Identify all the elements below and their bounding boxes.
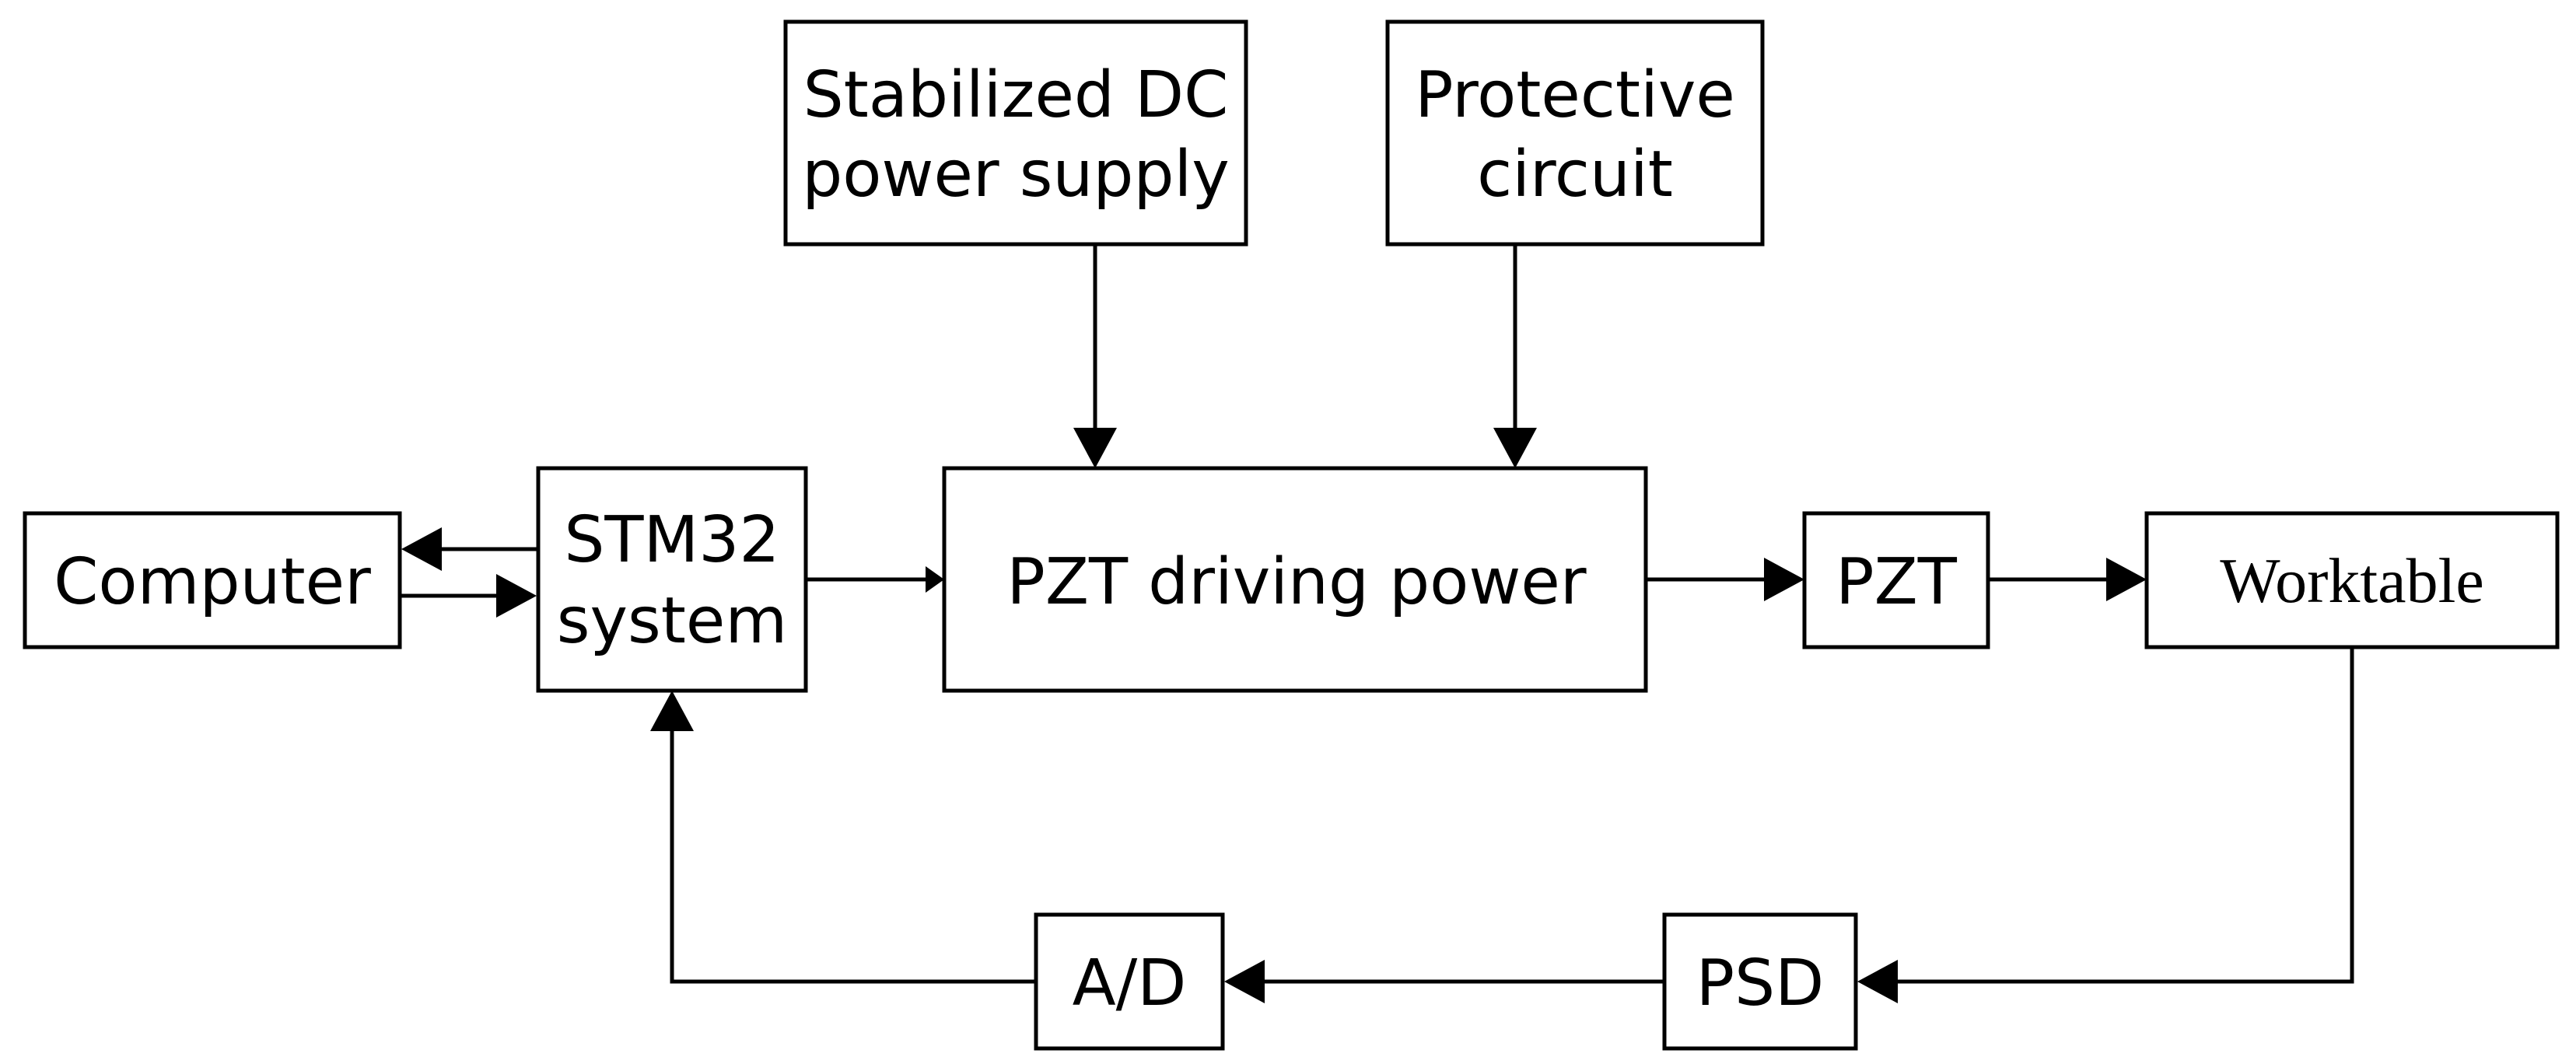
psd-label: PSD	[1696, 947, 1825, 1020]
pzt-block: PZT	[1802, 511, 1990, 649]
stabilized-dc-power-supply-block: Stabilized DC power supply	[783, 19, 1248, 247]
computer-label: Computer	[54, 545, 371, 619]
arrow-pzt-to-worktable	[1988, 558, 2147, 601]
ad-converter-label: A/D	[1073, 947, 1187, 1020]
worktable-label: Worktable	[2220, 545, 2484, 616]
pzt-label: PZT	[1836, 545, 1958, 619]
computer-block: Computer	[23, 511, 402, 649]
psd-block: PSD	[1662, 912, 1858, 1051]
stabilized-dc-power-supply-label-line1: Stabilized DC	[803, 58, 1229, 132]
arrow-protective-circuit-to-driving-power	[1493, 244, 1537, 468]
arrow-computer-to-stm32	[400, 574, 537, 618]
stm32-system-label-line1: STM32	[564, 503, 779, 577]
arrow-stm32-to-computer	[401, 527, 538, 571]
protective-circuit-label-line1: Protective	[1415, 58, 1735, 132]
arrow-worktable-to-psd	[1857, 647, 2354, 1003]
arrow-driving-power-to-pzt	[1646, 558, 1804, 601]
stm32-system-label-line2: system	[557, 584, 787, 658]
arrow-psd-to-ad	[1224, 960, 1664, 1003]
protective-circuit-block: Protective circuit	[1385, 19, 1765, 247]
arrow-ad-to-stm32	[650, 691, 1036, 984]
ad-converter-block: A/D	[1034, 912, 1225, 1051]
protective-circuit-label-line2: circuit	[1477, 138, 1673, 212]
worktable-block: Worktable	[2144, 511, 2560, 649]
pzt-driving-power-block: PZT driving power	[942, 466, 1648, 693]
arrow-stm32-to-driving-power	[806, 566, 944, 593]
stm32-system-block: STM32 system	[536, 466, 808, 693]
arrow-power-supply-to-driving-power	[1073, 244, 1117, 468]
stabilized-dc-power-supply-label-line2: power supply	[802, 138, 1230, 212]
pzt-driving-power-label: PZT driving power	[1006, 545, 1586, 619]
